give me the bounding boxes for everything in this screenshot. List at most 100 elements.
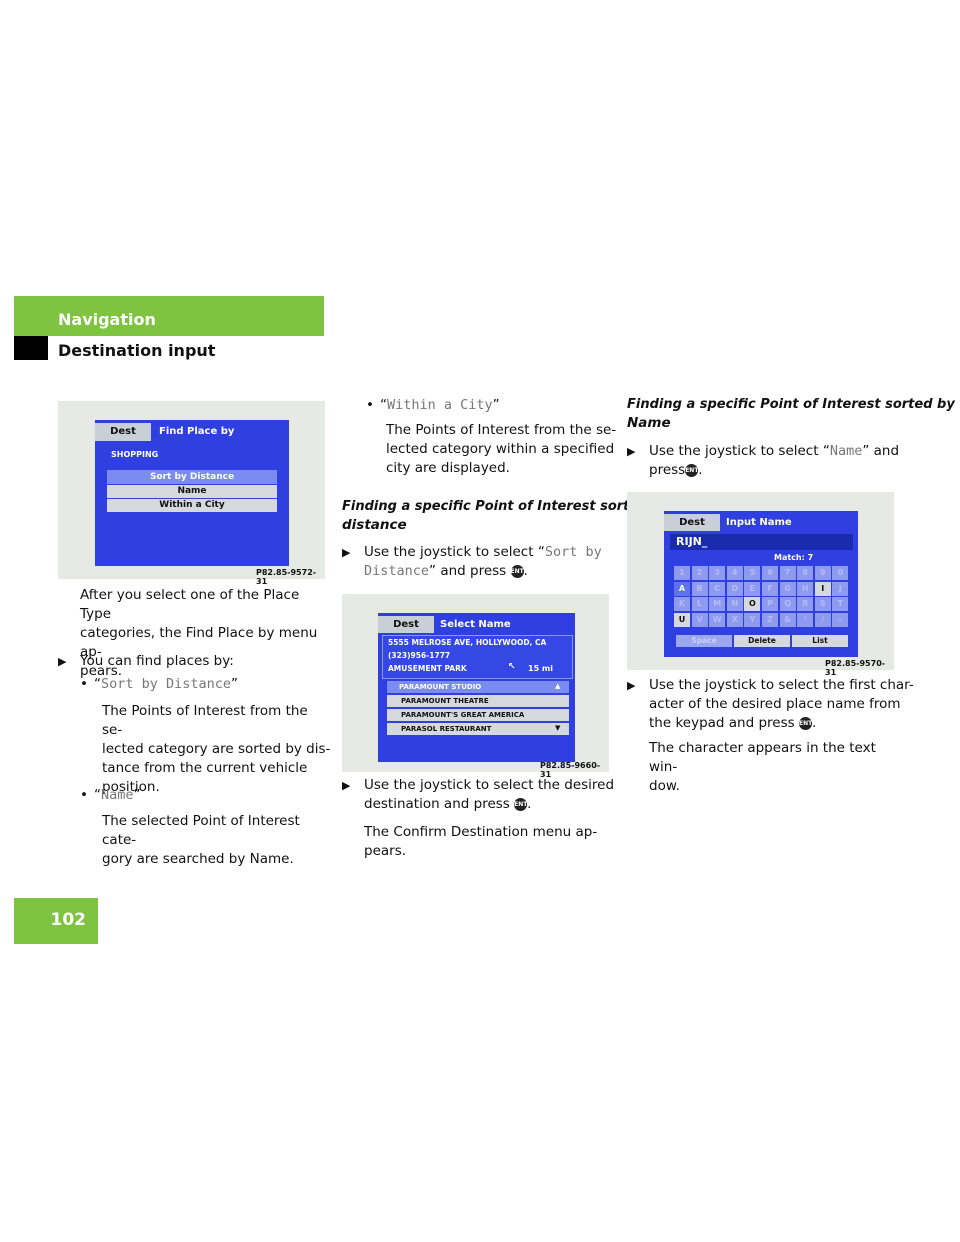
- triangle-right-icon: ▶: [342, 779, 351, 792]
- figure-caption: P82.85-9572-31: [256, 568, 317, 586]
- phone-line: (323)956-1777: [388, 651, 451, 660]
- keypad-key: K: [674, 597, 690, 611]
- desc-line: city are displayed.: [386, 460, 510, 476]
- option-label: Distance: [364, 563, 430, 579]
- para-line: The character appears in the text win-: [649, 740, 876, 775]
- option-label: Within a City: [387, 397, 493, 413]
- bullet-icon: •: [80, 787, 88, 803]
- page-number-box: [14, 898, 98, 944]
- keypad-key: A: [674, 581, 690, 596]
- list-row-parasol-restaurant: PARASOL RESTAURANT: [387, 723, 569, 735]
- dest-tab: Dest: [95, 423, 151, 441]
- option-label: Sort by: [544, 544, 602, 560]
- category-label: SHOPPING: [111, 450, 159, 459]
- keypad-key: ': [797, 612, 814, 627]
- keypad-key: R: [797, 597, 814, 611]
- desc-line: lected category within a specified: [386, 441, 615, 457]
- keypad-key: 0: [832, 566, 849, 580]
- page-number: 102: [14, 910, 98, 930]
- subsection-marker: [14, 336, 48, 360]
- keypad-key: U: [674, 612, 690, 627]
- menu-item-name: Name: [107, 485, 277, 498]
- list-item: • “Name”: [80, 787, 141, 803]
- desc-line: The Points of Interest from the se-: [102, 703, 308, 738]
- desc-line: gory are searched by Name.: [102, 851, 294, 867]
- list-row-paramount-studio: PARAMOUNT STUDIO: [387, 681, 569, 693]
- keypad-key: 2: [691, 566, 708, 580]
- step-text: ” and: [862, 443, 900, 459]
- keypad-key: B: [691, 581, 708, 596]
- keypad-key: Q: [779, 597, 796, 611]
- heading-line: Name: [627, 415, 671, 431]
- keypad-key: I: [814, 581, 831, 596]
- keypad-key: V: [691, 612, 708, 627]
- subsection-title: Destination input: [58, 341, 216, 360]
- section-heading: Finding a specific Point of Interest sor…: [342, 497, 670, 535]
- intro-line: categories, the Find Place by menu ap-: [80, 625, 318, 660]
- keypad-key: N: [726, 597, 743, 611]
- keypad-key: 1: [674, 566, 690, 580]
- ent-button-icon: ENT: [514, 797, 527, 811]
- heading-line: distance: [342, 517, 407, 533]
- bullet-icon: •: [366, 397, 374, 413]
- menu-item-sort-by-distance: Sort by Distance: [107, 470, 277, 484]
- space-button: Space: [676, 635, 732, 647]
- keypad-key: Z: [762, 612, 778, 627]
- result-paragraph: The Confirm Destination menu ap- pears.: [364, 823, 614, 861]
- keypad-key: 3: [709, 566, 726, 580]
- keypad-key: G: [779, 581, 796, 596]
- section-header-bar: [14, 296, 324, 336]
- list-button: List: [792, 635, 848, 647]
- keypad-key: 6: [762, 566, 778, 580]
- triangle-right-icon: ▶: [627, 679, 636, 692]
- delete-button: Delete: [734, 635, 790, 647]
- section-heading: Finding a specific Point of Interest sor…: [627, 395, 955, 433]
- heading-line: Finding a specific Point of Interest sor…: [627, 397, 955, 412]
- keypad-key: F: [762, 581, 778, 596]
- step-text: Use the joystick to select the desired: [364, 777, 615, 793]
- ent-button-icon: ENT: [798, 716, 812, 730]
- option-label: Name: [829, 443, 863, 459]
- menu-item-within-a-city: Within a City: [107, 499, 277, 512]
- dest-tab: Dest: [664, 514, 720, 531]
- keypad-key: O: [744, 597, 761, 611]
- find-place-screenshot: Dest Find Place by SHOPPING Sort by Dist…: [58, 401, 325, 586]
- ent-button-icon: ENT: [685, 463, 698, 477]
- option-description: The Points of Interest from the se- lect…: [386, 421, 618, 478]
- keypad-key: D: [726, 581, 743, 596]
- result-paragraph: The character appears in the text win- d…: [649, 739, 899, 796]
- heading-line: Finding a specific Point of Interest sor…: [342, 499, 670, 514]
- address-line: 5555 MELROSE AVE, HOLLYWOOD, CA: [388, 638, 547, 647]
- step-text: Use the joystick to select the first cha…: [649, 677, 914, 693]
- keypad-key: H: [797, 581, 814, 596]
- keypad-key: 7: [779, 566, 796, 580]
- keypad-key: L: [691, 597, 708, 611]
- list-item: • “Sort by Distance”: [80, 676, 239, 692]
- desc-line: position.: [102, 779, 160, 795]
- screen-title: Input Name: [726, 517, 792, 528]
- triangle-right-icon: ▶: [627, 445, 636, 458]
- keypad-key: P: [762, 597, 778, 611]
- para-line: pears.: [364, 843, 407, 859]
- keypad-key: 4: [726, 566, 743, 580]
- keypad-key: /: [814, 612, 831, 627]
- screen-title: Select Name: [440, 619, 511, 630]
- scroll-up-icon: ▲: [555, 682, 561, 690]
- keypad-key: T: [832, 597, 849, 611]
- step-text: You can find places by:: [80, 653, 234, 669]
- arrow-step: ▶ Use the joystick to select the first c…: [627, 677, 914, 731]
- desc-line: lected category are sorted by dis-: [102, 741, 331, 757]
- list-row-paramount-theatre: PARAMOUNT THEATRE: [387, 695, 569, 707]
- step-text: press: [649, 462, 686, 478]
- keypad-key: W: [709, 612, 726, 627]
- step-text: the keypad and press: [649, 715, 795, 731]
- keypad-key: S: [814, 597, 831, 611]
- step-text: ” and press: [429, 563, 507, 579]
- option-label: Name: [101, 787, 134, 803]
- intro-line: pears.: [80, 663, 123, 679]
- keypad-key: J: [832, 581, 849, 596]
- option-description: The selected Point of Interest cate- gor…: [102, 812, 332, 869]
- triangle-right-icon: ▶: [58, 655, 67, 668]
- step-text: destination and press: [364, 796, 510, 812]
